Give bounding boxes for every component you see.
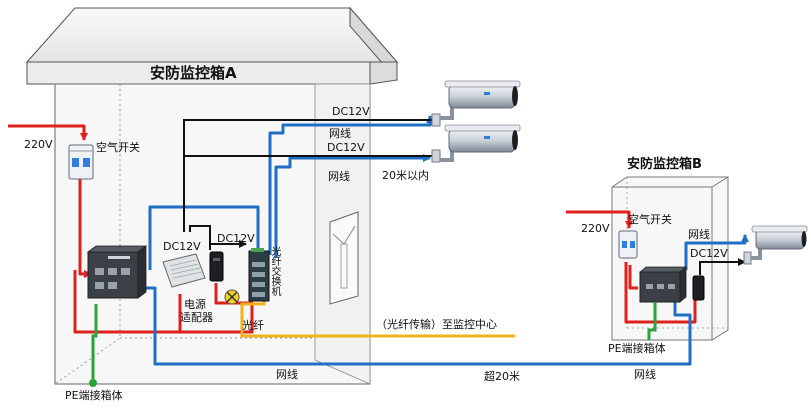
input-voltage-a: 220V [24,138,53,151]
over-distance-label: 超20米 [484,370,520,383]
camera-a2 [431,124,521,163]
network-label-2: 网线 [328,170,350,183]
input-voltage-b: 220V [581,222,610,235]
pe-ground-label-a: PE端接箱体 [65,389,123,402]
dc-label-b: DC12V [690,247,728,260]
camera-b [743,225,808,265]
air-switch-a [68,144,94,180]
distance-label: 20米以内 [382,169,429,182]
dc-top-label: DC12V [332,105,370,118]
power-adapter [209,251,224,282]
cabinet-b-title: 安防监控箱B [627,157,702,172]
air-switch-b [618,230,638,259]
fiber-switch-label: 光纤交换机 [269,246,280,296]
media-converter-a [86,245,148,299]
ground-line-a [89,304,98,387]
cabinet-a-handle [329,211,359,305]
fiber-label: 光纤 [242,319,264,332]
network-label-1: 网线 [329,127,351,140]
network-bottom-label-b: 网线 [634,368,656,381]
power-adapter-label-2: 适配器 [180,311,213,324]
ground-b [647,302,657,340]
dc-mid-label: DC12V [217,232,255,245]
air-switch-label-b: 空气开关 [628,213,672,226]
psu-module [162,253,206,288]
power-adapter-label-1: 电源 [184,298,206,311]
power-adapter-b [692,275,705,301]
network-bottom-label-a: 网线 [276,368,298,381]
cabinet-a-roof [25,7,399,63]
air-switch-label-a: 空气开关 [96,141,140,154]
cabinet-a [25,6,399,385]
dc-lines-a [183,116,441,250]
dc-left-label: DC12V [163,240,201,253]
fiber-switch [248,248,270,302]
cabinet-a-title: 安防监控箱A [150,64,237,82]
camera-a1 [431,80,521,127]
dc-lines-b [699,258,746,275]
media-converter-b [638,266,688,303]
pe-ground-label-b: PE端接箱体 [608,342,666,355]
network-top-label-b: 网线 [688,228,710,241]
ac-power-lines-b [566,210,697,324]
dc-second-label: DC12V [327,141,365,154]
network-lines-b [612,234,749,366]
fiber-to-center-label: （光纤传输）至监控中心 [376,318,497,331]
